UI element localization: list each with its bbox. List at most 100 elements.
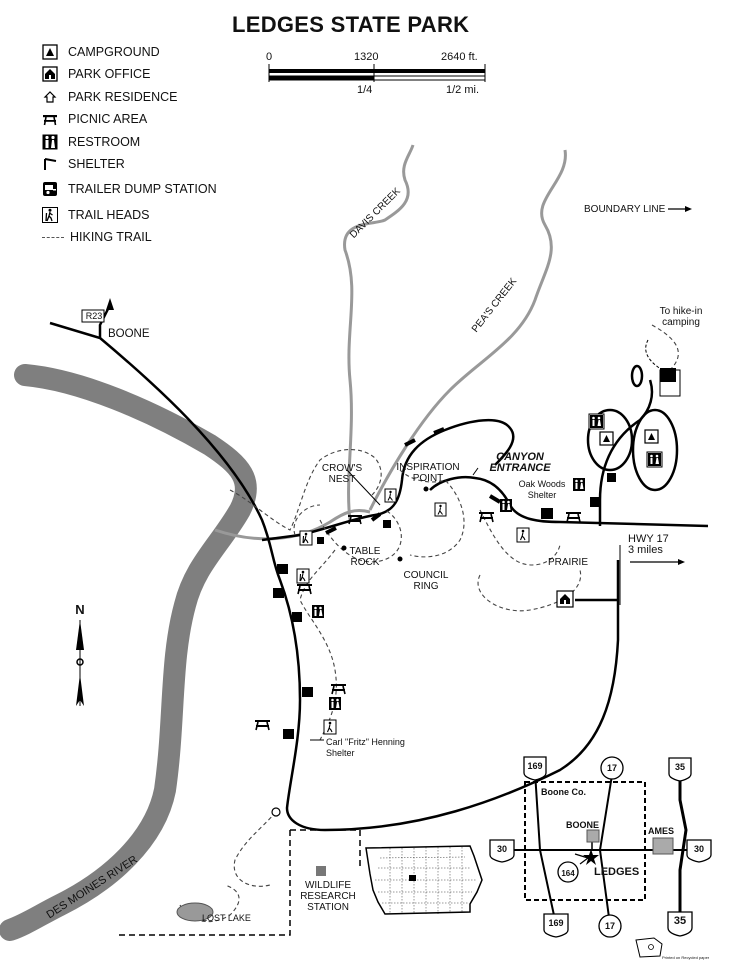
wildlife-area-boundary	[115, 829, 361, 936]
legend-label: SHELTER	[68, 157, 125, 171]
route-169-top-label: 169	[527, 761, 543, 771]
crows-nest-line2: NEST	[328, 474, 356, 485]
route-35-top-label: 35	[674, 762, 685, 772]
route-17-bottom-label: 17	[604, 921, 615, 931]
r23-sign	[81, 309, 105, 323]
legend-restroom: RESTROOM	[42, 134, 140, 150]
scale-ft-2640: 2640 ft.	[441, 51, 478, 63]
scale-bar-graphic	[268, 64, 486, 82]
route-169-bottom-label: 169	[548, 918, 564, 928]
campground-icons	[599, 429, 659, 446]
lost-lake-water	[176, 902, 214, 922]
trail-head-icons	[296, 488, 530, 735]
to-hike-in-line1: To hike-in	[659, 306, 703, 317]
restroom-icon	[42, 134, 58, 150]
iowa-state-outline	[365, 845, 483, 915]
park-office-marker	[556, 590, 574, 608]
picnic-table-icons	[255, 512, 581, 731]
wildlife-line1: WILDLIFE	[304, 880, 352, 891]
inspiration-line1: INSPIRATION	[396, 462, 460, 473]
crows-nest-line1: CROW'S	[321, 463, 363, 474]
inspiration-line2: POINT	[412, 473, 444, 484]
park-office-icon	[42, 66, 58, 82]
lost-lake-label: LOST LAKE	[202, 913, 251, 923]
scale-mi-half: 1/2 mi.	[446, 84, 480, 96]
legend-label: TRAIL HEADS	[68, 208, 150, 222]
henning-line1: Carl "Fritz" Henning	[326, 737, 405, 747]
davis-creek	[343, 144, 415, 521]
route-17-top-label: 17	[606, 763, 617, 773]
boone-arrow-icon	[106, 298, 114, 310]
north-arrow-icon	[76, 620, 84, 706]
route-30-left-label: 30	[496, 844, 507, 854]
roads	[49, 304, 709, 832]
hiking-trail-line-icon	[42, 236, 64, 238]
campground-icon	[42, 44, 58, 60]
route-30-right-label: 30	[693, 844, 704, 854]
north-label: N	[75, 602, 85, 617]
legend-trail-heads: TRAIL HEADS	[42, 207, 150, 223]
picnic-table-icon	[42, 111, 58, 127]
recycled-paper-label: Printed on Recycled paper	[662, 955, 710, 960]
prairie-label: PRAIRIE	[548, 557, 589, 568]
legend-label: PARK RESIDENCE	[68, 90, 178, 104]
legend-label: RESTROOM	[68, 135, 141, 149]
legend-label: CAMPGROUND	[68, 45, 160, 59]
legend-label: HIKING TRAIL	[70, 230, 152, 244]
creek-branch-west	[214, 508, 371, 541]
legend-picnic-area: PICNIC AREA	[42, 111, 147, 127]
wildlife-station-marker	[316, 866, 326, 876]
oak-woods-line2: Shelter	[527, 490, 557, 500]
route-35-bottom-label: 35	[673, 915, 687, 927]
park-residence-icon	[42, 89, 58, 105]
inset-boone-co-label: Boone Co.	[541, 787, 586, 797]
table-rock-line2: ROCK	[350, 557, 380, 568]
des-moines-river	[0, 364, 257, 941]
wildlife-line2: RESEARCH	[300, 891, 356, 902]
legend-label: PICNIC AREA	[68, 112, 148, 126]
campground-loops	[586, 364, 679, 492]
council-line1: COUNCIL	[403, 570, 449, 581]
wildlife-line3: STATION	[307, 902, 349, 913]
r23-label: R23	[85, 311, 103, 321]
boone-label: BOONE	[108, 328, 150, 340]
hwy17-line1: HWY 17	[628, 533, 669, 545]
hike-in-camp-marker	[660, 368, 676, 382]
legend-label: PARK OFFICE	[68, 67, 151, 81]
legend-campground: CAMPGROUND	[42, 44, 160, 60]
peas-creek	[368, 149, 567, 511]
shelter-icon	[42, 156, 58, 172]
scale-ft-1320: 1320	[354, 51, 379, 63]
point-markers	[271, 486, 429, 817]
map-title: LEDGES STATE PARK	[232, 12, 470, 37]
henning-line2: Shelter	[326, 748, 355, 758]
recycled-paper-icon	[635, 937, 663, 958]
hwy17-line2: 3 miles	[628, 544, 663, 556]
road-shelter-marks	[325, 427, 502, 535]
legend-park-residence: PARK RESIDENCE	[42, 89, 178, 105]
legend-shelter: SHELTER	[42, 156, 125, 172]
scale-ft-0: 0	[266, 51, 273, 63]
council-line2: RING	[413, 581, 439, 592]
canyon-line1: CANYON	[496, 451, 544, 463]
legend-label: TRAILER DUMP STATION	[68, 182, 217, 196]
legend-trailer-dump: TRAILER DUMP STATION	[42, 181, 217, 197]
inset-ledges-label: LEDGES	[594, 866, 640, 878]
inset-map	[489, 756, 712, 938]
boundary-line-label: BOUNDARY LINE	[584, 204, 666, 215]
oak-woods-line1: Oak Woods	[518, 479, 566, 489]
hiker-icon	[42, 207, 58, 223]
legend-park-office: PARK OFFICE	[42, 66, 150, 82]
table-rock-line1: TABLE	[349, 546, 381, 557]
inset-ames-label: AMES	[648, 826, 675, 836]
